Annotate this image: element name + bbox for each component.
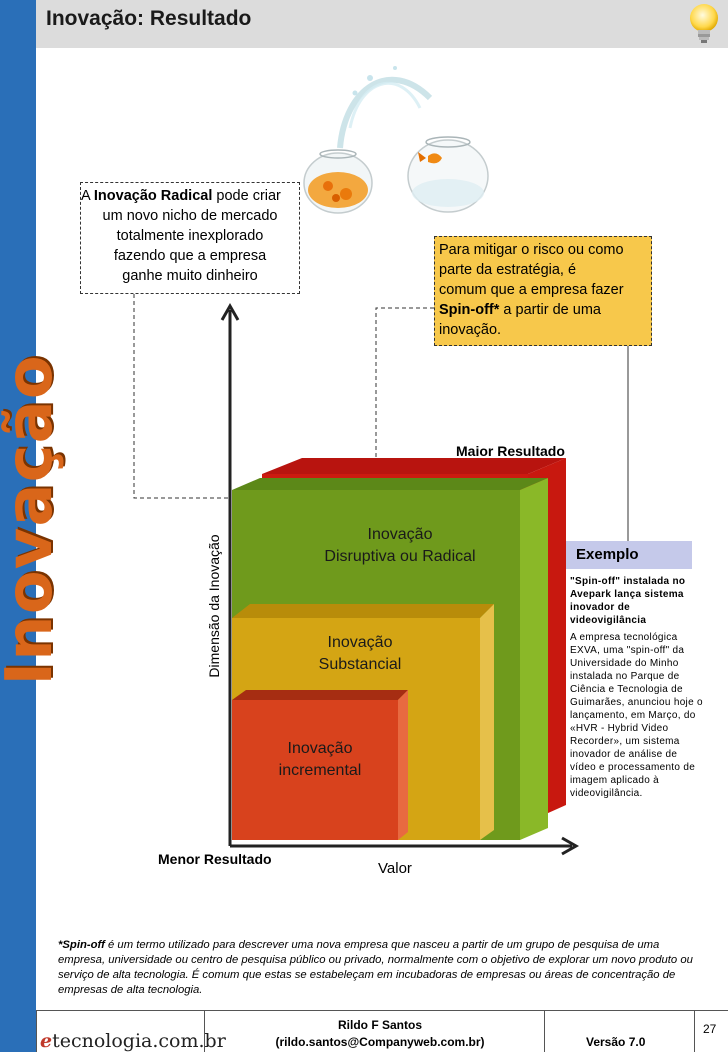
example-body-line: Universidade do Minho (570, 658, 679, 669)
block-substantial-line2: Substancial (318, 656, 402, 673)
callout-spinoff: Para mitigar o risco ou como parte da es… (434, 236, 652, 346)
callout-radical-line2: um novo nicho de mercado (102, 208, 278, 224)
callout-spinoff-bold: Spin-off* (439, 302, 500, 318)
callout-spinoff-line1: Para mitigar o risco ou como (439, 242, 624, 258)
example-body-line: videovigilância. (570, 788, 643, 799)
example-title-line: inovador de (570, 602, 630, 613)
page-title: Inovação: Resultado (46, 7, 252, 30)
footer-email: (rildo.santos@Companyweb.com.br) (275, 1035, 485, 1049)
example-body-line: «HVR - Hybrid Video (570, 723, 669, 734)
example-body-line: imagem aplicado à (570, 775, 660, 786)
block-incremental-line1: Inovação (287, 740, 353, 757)
block-disruptive-label: Inovação Disruptiva ou Radical (300, 524, 500, 568)
example-body-line: EXVA, uma "spin-off" da (570, 645, 685, 656)
block-incremental-front (232, 700, 398, 840)
page-number: 27 (703, 1022, 717, 1036)
callout-spinoff-line2: parte da estratégia, é (439, 262, 577, 278)
footer-divider (204, 1010, 205, 1052)
x-axis-arrow (561, 836, 580, 856)
example-body-line: Ciência e Tecnologia de (570, 684, 683, 695)
callout-radical-bold: Inovação Radical (93, 188, 213, 204)
y-axis-arrow (220, 302, 240, 321)
example-body-line: lançamento, em Março, do (570, 710, 696, 721)
example-title: "Spin-off" instalada no Avepark lança si… (570, 575, 720, 627)
footnote: *Spin-off é um termo utilizado para desc… (58, 938, 698, 998)
example-body: A empresa tecnológica EXVA, uma "spin-of… (570, 631, 720, 800)
footer-brand-text: tecnologia.com.br (52, 1030, 226, 1052)
example-title-line: videovigilância (570, 615, 647, 626)
block-substantial-label: Inovação Substancial (300, 632, 420, 676)
callout-radical-line1: pode criar (212, 188, 281, 204)
block-radical-top-red (262, 458, 566, 474)
footer-divider (36, 1010, 728, 1011)
block-substantial-line1: Inovação (327, 634, 393, 651)
callout-radical-line4: fazendo que a empresa (113, 248, 267, 264)
callout-radical: A Inovação Radical pode criar um novo ni… (80, 182, 300, 294)
example-body-line: Guimarães, anunciou hoje o (570, 697, 703, 708)
callout-spinoff-line4: a partir de uma (499, 302, 601, 318)
block-disruptive-side (520, 478, 548, 840)
example-body-line: vídeo e processamento de (570, 762, 696, 773)
header-bar (36, 0, 728, 48)
footer-divider (544, 1010, 545, 1052)
footer-brand-logo: etecnologia.com.br (40, 1030, 226, 1052)
callout-radical-line3: totalmente inexplorado (116, 228, 264, 244)
bottom-result-label: Menor Resultado (158, 851, 272, 867)
block-incremental-line2: incremental (278, 762, 362, 779)
example-body-line: inovador de análise de (570, 749, 678, 760)
sidebar-bar (0, 0, 36, 1052)
callout-radical-line5: ganhe muito dinheiro (122, 268, 258, 284)
callout-spinoff-line3: comum que a empresa fazer (439, 282, 624, 298)
block-substantial-side (480, 604, 494, 840)
footnote-text: é um termo utilizado para descrever uma … (58, 939, 693, 996)
connector-spinoff (375, 307, 434, 464)
block-incremental-label: Inovação incremental (260, 738, 380, 782)
example-title-line: Avepark lança sistema (570, 589, 684, 600)
footnote-term: *Spin-off (58, 939, 105, 951)
example-title-line: "Spin-off" instalada no (570, 576, 686, 587)
example-body-line: Recorder», um sistema (570, 736, 680, 747)
top-result-label: Maior Resultado (456, 443, 565, 459)
footer-divider (36, 1010, 37, 1052)
block-disruptive-line2: Disruptiva ou Radical (324, 548, 476, 565)
callout-spinoff-line5: inovação. (439, 322, 502, 338)
block-incremental-top (232, 690, 408, 700)
block-disruptive-line1: Inovação (367, 526, 433, 543)
example-body-line: instalada no Parque de (570, 671, 680, 682)
footer-divider (694, 1010, 695, 1052)
block-disruptive-top (232, 478, 548, 490)
block-substantial-top (232, 604, 494, 618)
connector-radical (133, 294, 230, 499)
lightbulb-icon (684, 0, 724, 46)
footer-author: Rildo F Santos (338, 1018, 422, 1032)
callout-radical-prefix: A (81, 188, 94, 204)
fishbowl-illustration (300, 48, 510, 218)
example-header: Exemplo (566, 541, 692, 569)
footer-version: Versão 7.0 (586, 1035, 646, 1049)
y-axis-label: Dimensão da Inovação (206, 534, 222, 678)
footer-brand-e: e (40, 1030, 53, 1052)
x-axis-label: Valor (378, 860, 412, 877)
block-incremental-side (398, 690, 408, 840)
example-body-line: A empresa tecnológica (570, 632, 678, 643)
